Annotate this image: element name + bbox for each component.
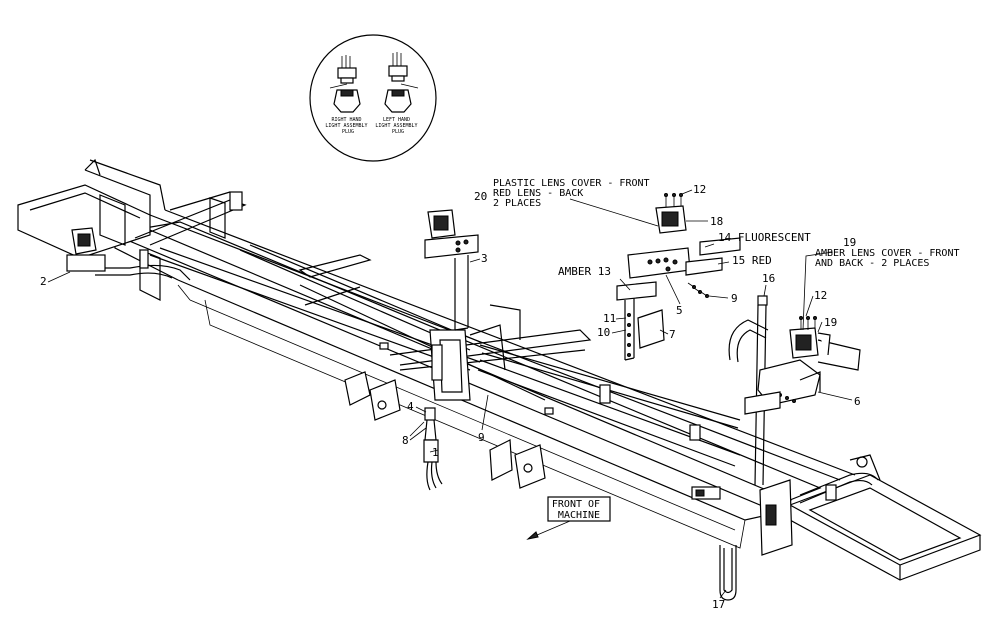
callout-11: 11 [603,312,616,325]
plastic-lens-note-line2: RED LENS - BACK [493,188,583,199]
callout-9-center: 9 [478,431,485,444]
callout-2: 2 [40,275,47,288]
left-light-assembly [66,227,106,272]
plastic-lens-note-line1: PLASTIC LENS COVER - FRONT [493,178,650,189]
callout-19: 19 [824,316,837,329]
right-plug-label: RIGHT HAND LIGHT ASSEMBLY PLUG [325,117,370,135]
callout-12-right: 12 [814,289,827,302]
lens-note-front-back: PLASTIC LENS COVER - FRONT RED LENS - BA… [474,178,659,227]
exploded-light-bracket [616,193,741,361]
callout-4: 4 [407,400,414,413]
wiring-connector [423,407,443,491]
callout-3: 3 [481,252,488,265]
amber-lens-note-line1: AMBER LENS COVER - FRONT [815,248,960,259]
callout-1: 1 [432,446,439,459]
right-light-assembly [719,295,861,601]
callout-6: 6 [854,395,861,408]
callout-20: 20 [474,190,487,203]
callout-17: 17 [712,598,725,611]
callout-8: 8 [402,434,409,447]
amber-lens-note: 19 AMBER LENS COVER - FRONT AND BACK - 2… [802,236,960,331]
callout-16: 16 [762,272,775,285]
plug-detail-inset: RIGHT HAND LIGHT ASSEMBLY PLUG LEFT HAND… [309,34,437,162]
amber-decal-label: AMBER 13 [558,265,611,278]
callout-9-right: 9 [731,292,738,305]
callout-12-top: 12 [693,183,706,196]
callout-10: 10 [597,326,610,339]
plastic-lens-note-line3: 2 PLACES [493,198,541,209]
front-of-machine-indicator: FRONT OF MACHINE [526,496,611,540]
implement-frame [17,158,982,581]
callouts: 1 2 3 4 5 6 7 8 9 9 10 11 12 12 16 17 [40,183,861,611]
amber-lens-note-line2: AND BACK - 2 PLACES [815,258,929,269]
callout-5: 5 [676,304,683,317]
front-of-machine-label: FRONT OF MACHINE [552,499,606,521]
center-light-bracket [424,209,479,331]
callout-18: 18 [710,215,723,228]
callout-7: 7 [669,328,676,341]
left-plug-label: LEFT HAND LIGHT ASSEMBLY PLUG [375,117,420,135]
callout-19-note: 19 [843,236,856,249]
red-decal-label: 15 RED [732,254,772,267]
right-plug-drawing [329,55,361,113]
left-plug-drawing [384,52,419,113]
fluorescent-decal-label: 14 FLUORESCENT [718,231,811,244]
